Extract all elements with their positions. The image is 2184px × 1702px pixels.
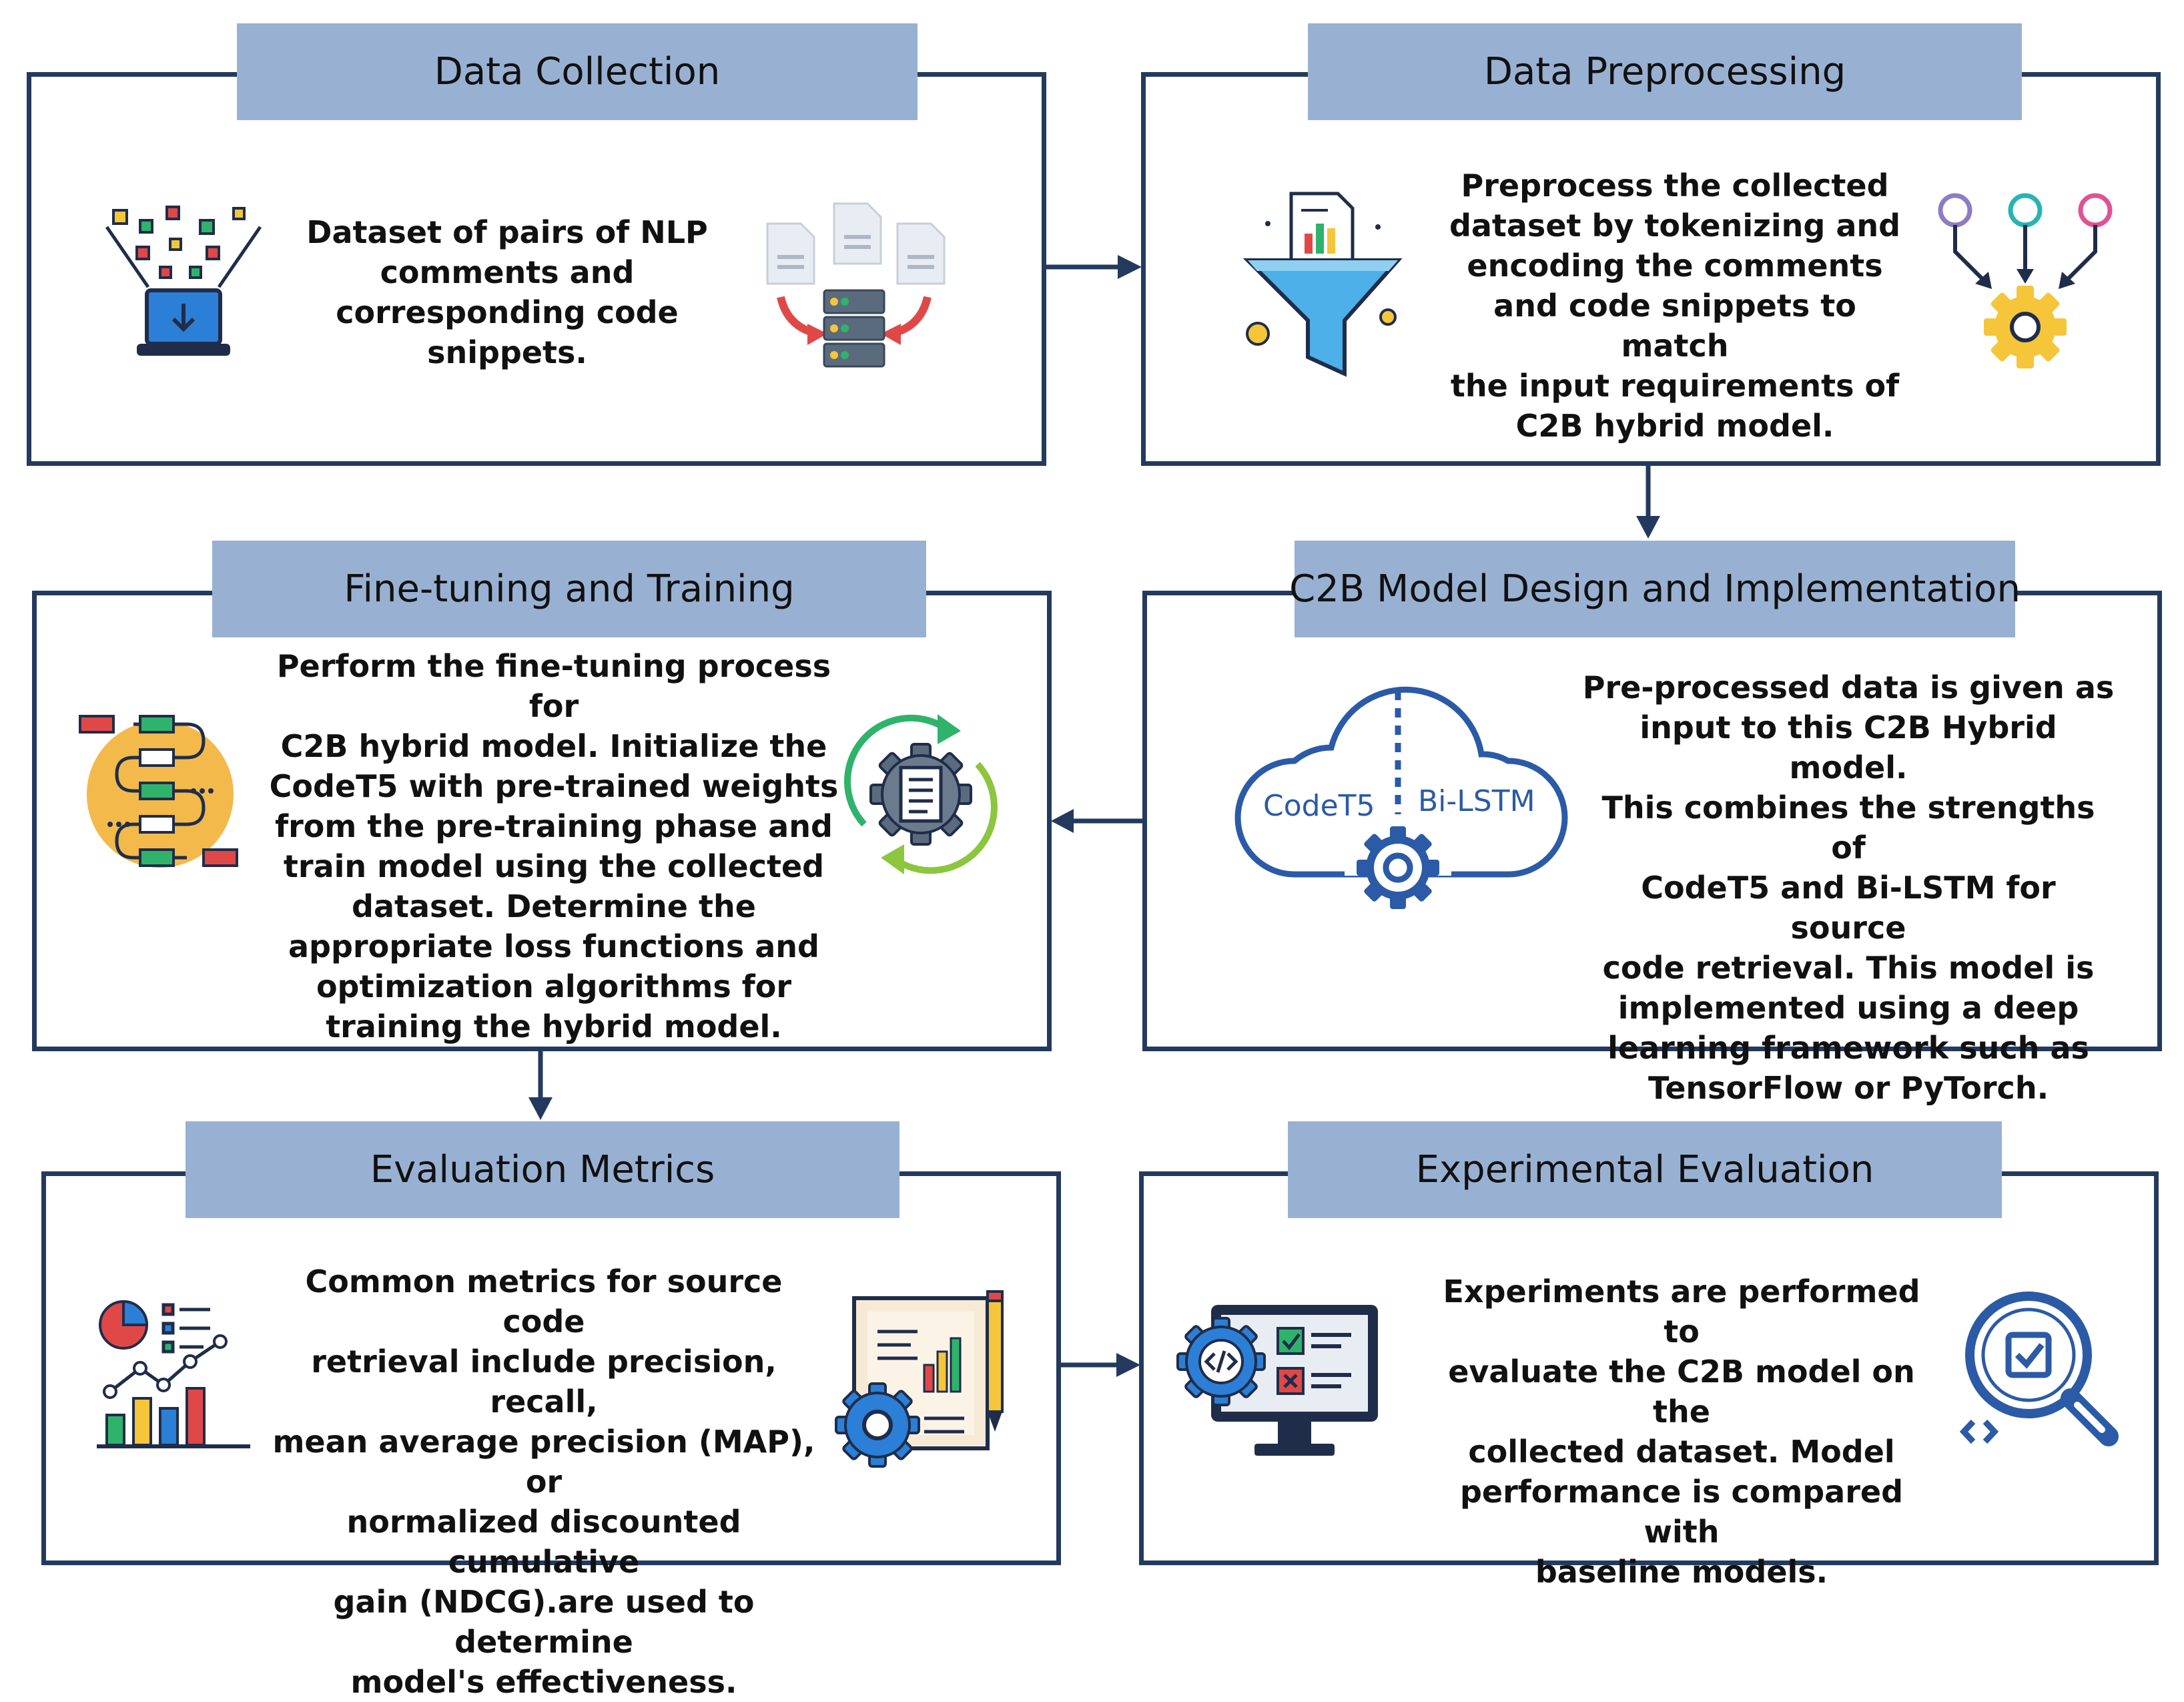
data-preprocessing-title: Data Preprocessing	[1308, 23, 2022, 120]
data-preprocessing-text: Preprocess the collected dataset by toke…	[1449, 168, 1901, 444]
filter-funnel-icon	[1238, 187, 1411, 380]
arrow-design-to-finetuning	[1051, 809, 1144, 833]
gear-cycle-document-icon	[837, 711, 1004, 878]
magnifier-check-icon	[1958, 1288, 2125, 1455]
evaluation-metrics-text: Common metrics for source code retrieval…	[272, 1263, 815, 1700]
report-gear-pencil-icon	[831, 1285, 1018, 1478]
cloud-bilstm-label: Bi-LSTM	[1418, 784, 1535, 818]
experimental-evaluation-title: Experimental Evaluation	[1288, 1121, 2002, 1218]
analytics-chart-icon	[97, 1298, 250, 1455]
model-design-text: Pre-processed data is given as input to …	[1582, 669, 2115, 1106]
arrow-collection-to-preprocessing	[1044, 255, 1142, 279]
merge-gear-icon	[1928, 190, 2122, 370]
model-design-title: C2B Model Design and Implementation	[1289, 541, 2021, 637]
workflow-process-icon	[77, 711, 244, 878]
arrow-preprocessing-to-design	[1636, 464, 1660, 539]
fine-tuning-text: Perform the fine-tuning process for C2B …	[269, 648, 839, 1045]
arrow-finetuning-to-metrics	[528, 1049, 553, 1120]
fine-tuning-title: Fine-tuning and Training	[212, 541, 926, 637]
data-funnel-laptop-icon	[100, 200, 267, 367]
evaluation-metrics-title: Evaluation Metrics	[186, 1121, 899, 1218]
documents-server-icon	[761, 197, 948, 377]
arrow-metrics-to-experimental	[1059, 1353, 1140, 1377]
cloud-codet5-label: CodeT5	[1263, 789, 1375, 823]
cloud-model-icon: CodeT5 Bi-LSTM	[1231, 661, 1571, 921]
monitor-checklist-icon	[1171, 1298, 1385, 1465]
data-collection-text: Dataset of pairs of NLP comments and cor…	[306, 214, 708, 370]
data-collection-title: Data Collection	[237, 23, 918, 120]
experimental-evaluation-text: Experiments are performed to evaluate th…	[1443, 1273, 1920, 1590]
